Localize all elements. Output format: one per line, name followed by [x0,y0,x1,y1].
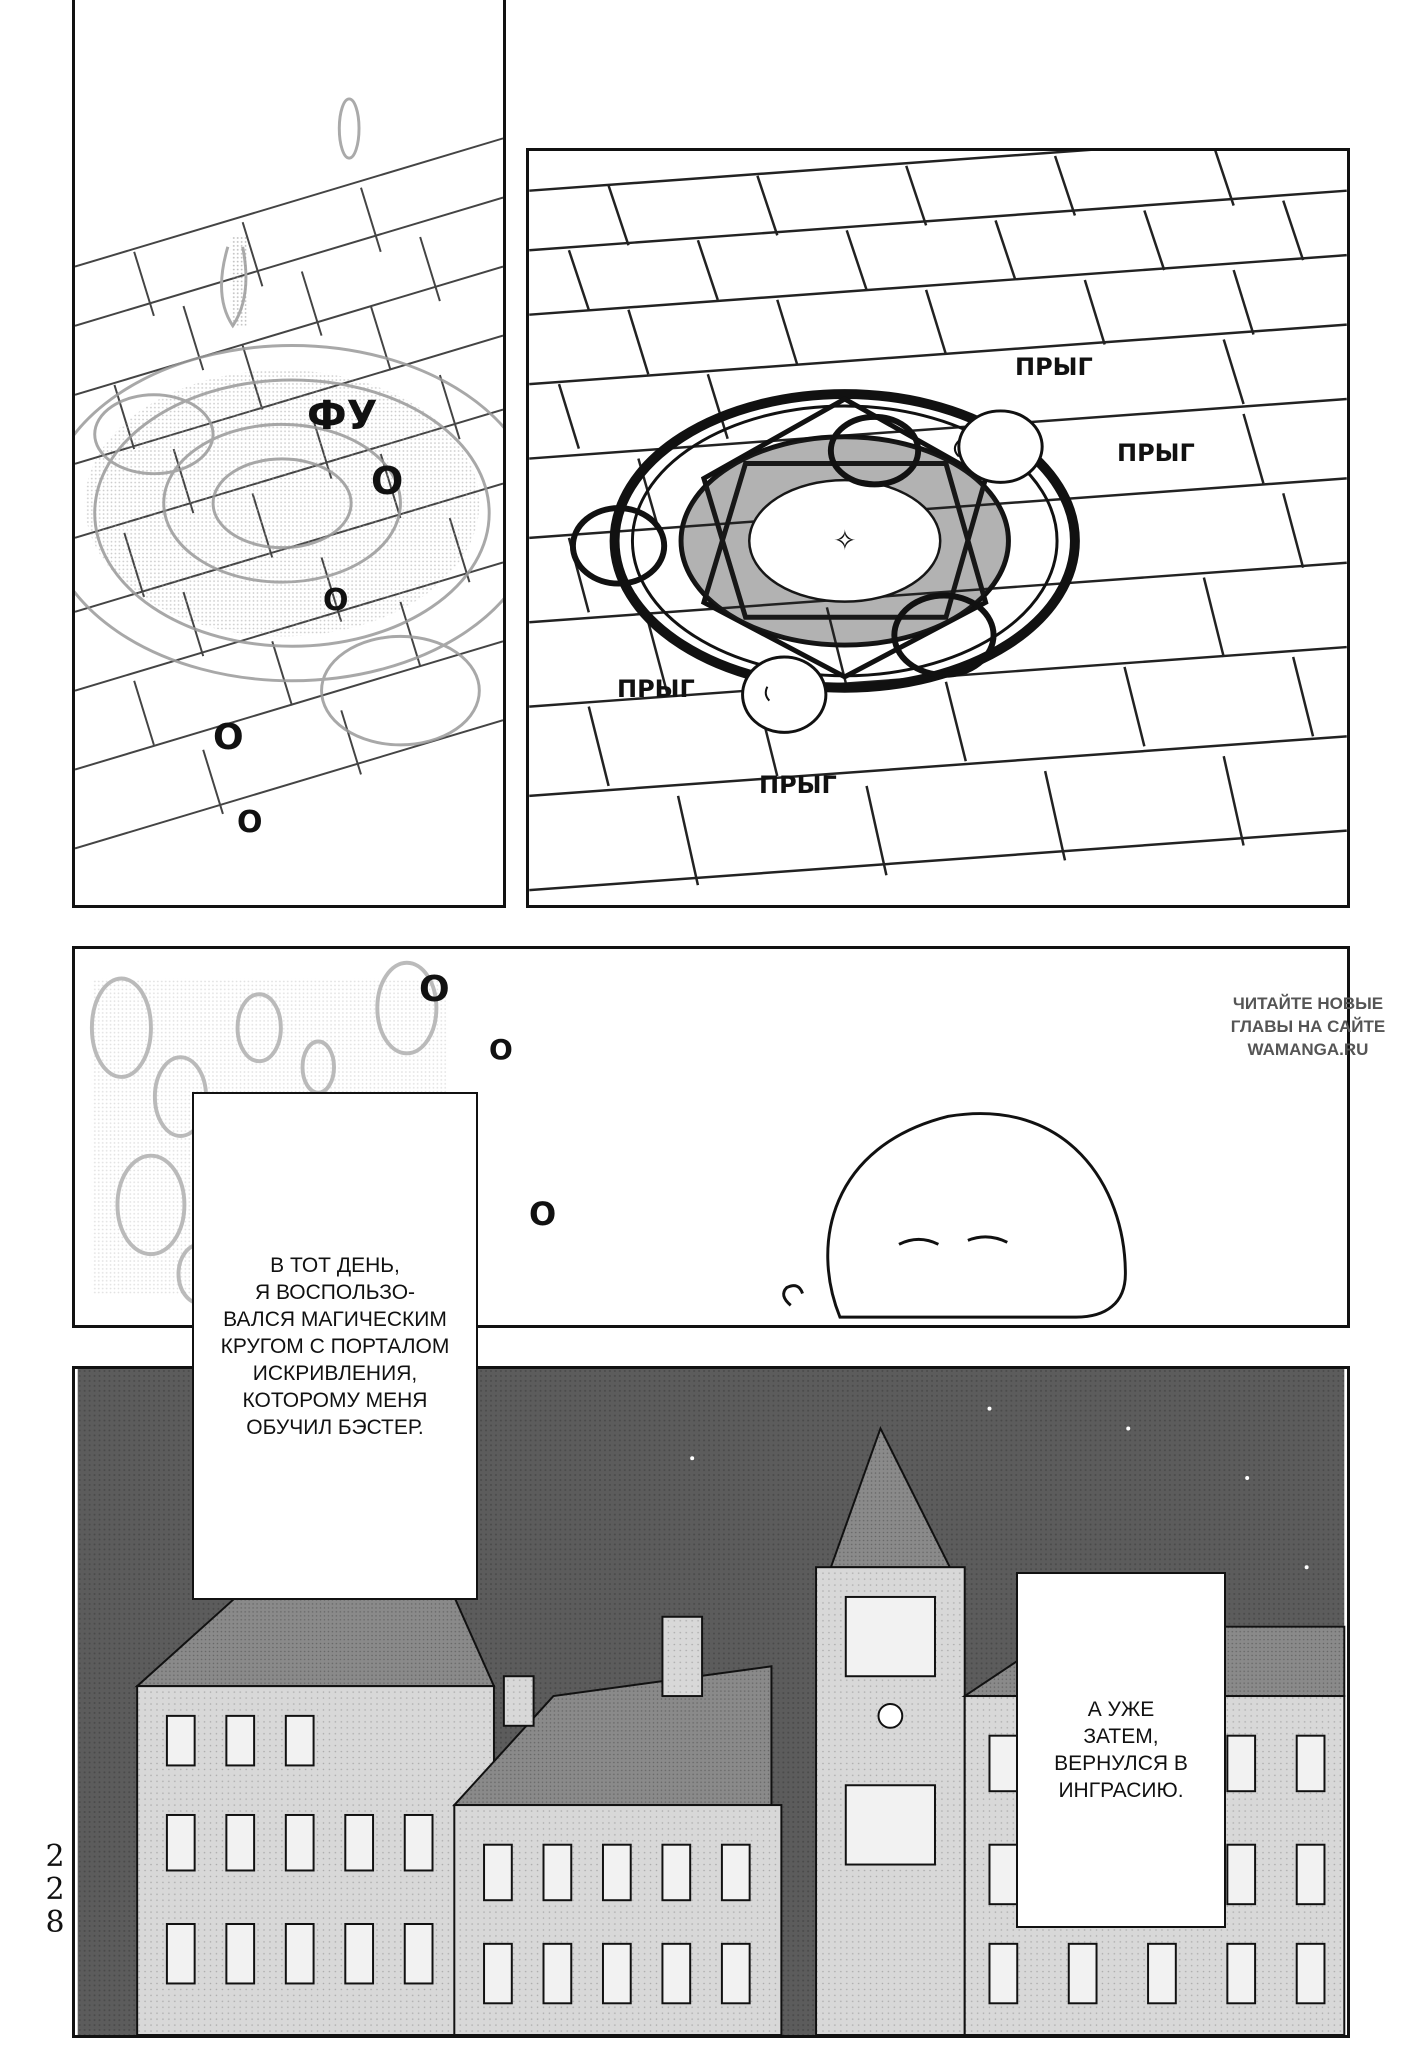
sfx-o: О [237,805,263,840]
narration-caption-second: А УЖЕ ЗАТЕМ, ВЕРНУЛСЯ В ИНГРАСИЮ. [1016,1572,1226,1928]
site-watermark: ЧИТАЙТЕ НОВЫЕ ГЛАВЫ НА САЙТЕ WAMANGA.RU [1230,994,1386,1059]
sfx-o: О [371,459,404,503]
panel-fading-circle: ФУ О О О О [72,0,506,908]
sfx-o: О [489,1033,513,1066]
sfx-o: О [323,583,349,618]
sfx-o: О [529,1195,557,1233]
panel-magic-circle: ✧ ПРЫГ ПРЫГ ПРЫГ ПРЫГ [526,148,1350,908]
sfx-o: О [213,717,244,758]
page-number: 2 2 8 [45,1839,65,1940]
svg-text:✧: ✧ [833,524,856,557]
narration-caption-text: В ТОТ ДЕНЬ, Я ВОСПОЛЬЗО- ВАЛСЯ МАГИЧЕСКИ… [220,1253,450,1439]
panel-slime: О О О [72,946,1350,1328]
sfx-pryg: ПРЫГ [617,675,695,703]
magic-circle-art: ✧ [529,151,1347,905]
sfx-pryg: ПРЫГ [759,771,837,799]
sfx-pryg: ПРЫГ [1117,439,1195,467]
fading-circle-art [75,0,503,902]
narration-caption-first: В ТОТ ДЕНЬ, Я ВОСПОЛЬЗО- ВАЛСЯ МАГИЧЕСКИ… [192,1092,478,1600]
sfx-o: О [419,969,450,1010]
narration-caption-text: А УЖЕ ЗАТЕМ, ВЕРНУЛСЯ В ИНГРАСИЮ. [1054,1698,1188,1802]
sfx-fu: ФУ [307,393,378,439]
sfx-pryg: ПРЫГ [1015,353,1093,381]
